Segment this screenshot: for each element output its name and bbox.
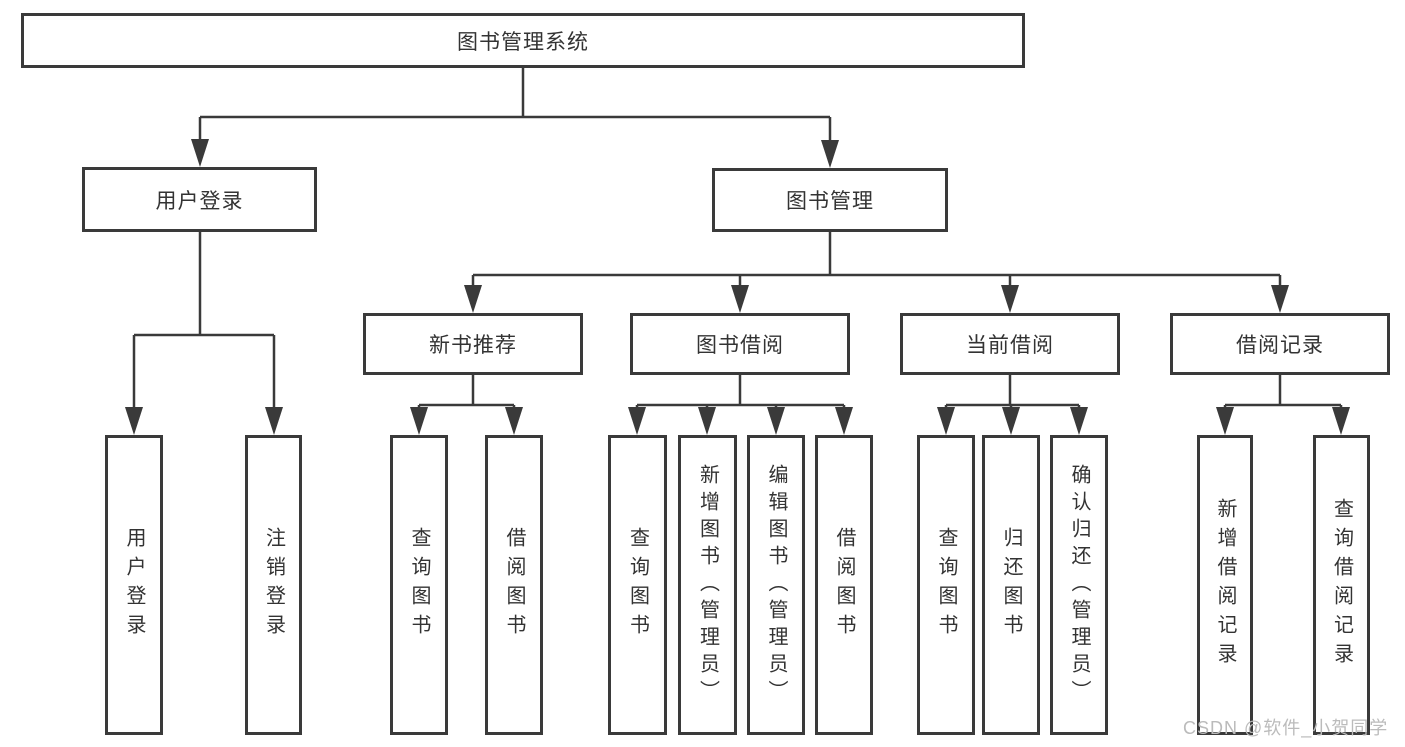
node-new-book-recommend: 新书推荐	[363, 313, 583, 375]
leaf-label: 用户登录	[123, 527, 145, 643]
leaf-user-login: 用户登录	[105, 435, 163, 735]
arrowhead	[464, 285, 482, 313]
node-book-management: 图书管理	[712, 168, 948, 232]
node-label: 用户登录	[155, 189, 244, 213]
leaf-query-borrow-record: 查询借阅记录	[1313, 435, 1370, 735]
node-label: 当前借阅	[966, 334, 1054, 357]
arrowhead	[1332, 407, 1350, 435]
arrowhead	[628, 407, 646, 435]
arrowhead	[1070, 407, 1088, 435]
arrowhead	[410, 407, 428, 435]
leaf-query-books: 查询图书	[608, 435, 667, 735]
leaf-query-books: 查询图书	[390, 435, 448, 735]
node-label: 新书推荐	[429, 334, 517, 357]
connector-borrow-to-leaves	[635, 375, 846, 412]
leaf-label: 编辑图书（管理员）	[765, 463, 787, 707]
leaf-label: 借阅图书	[833, 527, 855, 643]
node-label: 图书管理	[786, 190, 874, 213]
arrowhead	[1002, 407, 1020, 435]
leaf-label: 查询借阅记录	[1330, 498, 1353, 672]
node-label: 图书借阅	[696, 334, 784, 357]
arrowhead	[731, 285, 749, 313]
arrowhead	[265, 407, 283, 435]
leaf-edit-books-admin: 编辑图书（管理员）	[747, 435, 805, 735]
connector-book-to-level3	[471, 232, 1282, 290]
connector-user-to-leaves	[132, 232, 276, 412]
leaf-label: 新增借阅记录	[1214, 498, 1236, 672]
arrowhead	[1001, 285, 1019, 313]
leaf-label: 查询图书	[626, 527, 649, 643]
leaf-label: 新增图书（管理员）	[696, 463, 719, 707]
leaf-query-books: 查询图书	[917, 435, 975, 735]
leaf-label: 归还图书	[1000, 527, 1022, 643]
node-book-borrowing: 图书借阅	[630, 313, 850, 375]
csdn-watermark: CSDN @软件_小贺同学	[1183, 718, 1389, 738]
leaf-label: 确认归还（管理员）	[1068, 463, 1090, 707]
node-current-borrowing: 当前借阅	[900, 313, 1120, 375]
leaf-label: 注销登录	[262, 527, 285, 643]
arrowhead	[937, 407, 955, 435]
arrowhead	[835, 407, 853, 435]
leaf-label: 借阅图书	[503, 527, 525, 643]
node-label: 图书管理系统	[457, 30, 589, 54]
arrowhead	[125, 407, 143, 435]
leaf-confirm-return-admin: 确认归还（管理员）	[1050, 435, 1108, 735]
connector-current-to-leaves	[944, 375, 1081, 412]
arrowhead	[698, 407, 716, 435]
node-library-management-system: 图书管理系统	[21, 13, 1025, 68]
leaf-label: 查询图书	[935, 527, 957, 643]
node-borrowing-records: 借阅记录	[1170, 313, 1390, 375]
leaf-logout: 注销登录	[245, 435, 302, 735]
arrowhead	[1271, 285, 1289, 313]
leaf-add-books-admin: 新增图书（管理员）	[678, 435, 737, 735]
connector-root-to-level2	[198, 68, 832, 144]
arrowhead	[767, 407, 785, 435]
leaf-add-borrow-record: 新增借阅记录	[1197, 435, 1253, 735]
leaf-borrow-books: 借阅图书	[485, 435, 543, 735]
node-user-login: 用户登录	[82, 167, 317, 232]
leaf-borrow-books: 借阅图书	[815, 435, 873, 735]
arrowhead	[191, 139, 209, 167]
leaf-return-books: 归还图书	[982, 435, 1040, 735]
arrowhead	[821, 140, 839, 168]
arrowhead	[1216, 407, 1234, 435]
node-label: 借阅记录	[1236, 334, 1324, 357]
leaf-label: 查询图书	[408, 527, 430, 643]
arrowhead	[505, 407, 523, 435]
connector-new-to-leaves	[417, 375, 516, 412]
connector-records-to-leaves	[1223, 375, 1343, 412]
